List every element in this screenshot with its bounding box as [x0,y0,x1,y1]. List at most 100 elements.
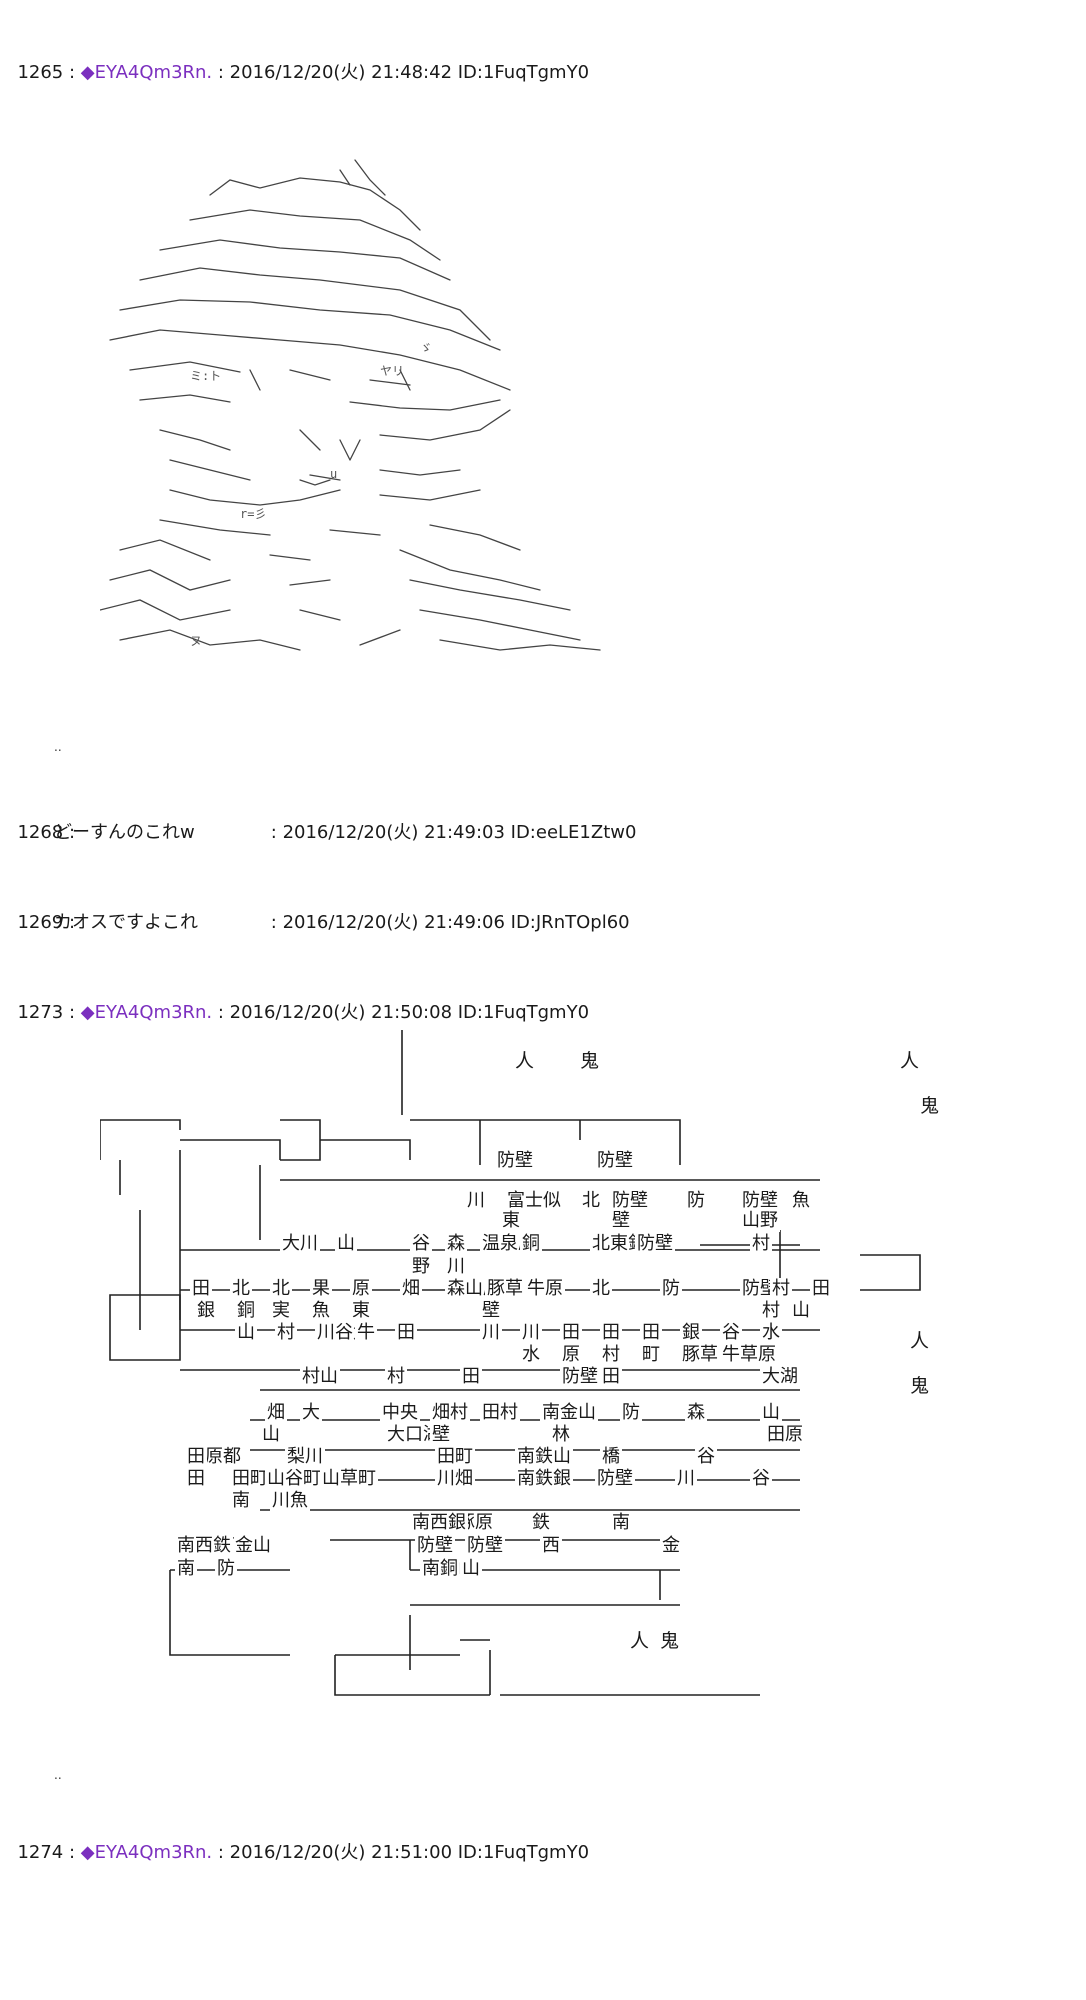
map-cell-label: 田 [600,1322,622,1344]
map-cell-label: 壁 [430,1424,452,1446]
map-cell-label: 南金山 [540,1402,598,1424]
map-cell-label: 東 [350,1300,372,1322]
map-cell-label: 富士似 [505,1190,563,1212]
post-header-1273: 1273 : ◆EYA4Qm3Rn. : 2016/12/20(火) 21:50… [6,980,589,1024]
map-label-oni: 鬼 [580,1050,600,1072]
post-meta: : 2016/12/20(火) 21:50:08 ID:1FuqTgmY0 [212,1002,590,1023]
svg-text:ミ:ト: ミ:ト [190,369,221,383]
map-cell-label: 山 [790,1300,812,1322]
map-cell-label: 原 [350,1278,372,1300]
map-cell-label: 谷 [410,1233,432,1255]
post-separator: : [63,1002,81,1023]
map-cell-label: 森 [445,1233,467,1255]
map-cell-label: 山草町 [320,1468,378,1490]
map-cell-label: 山 [260,1424,282,1446]
map-cell-label: 西 [540,1535,562,1557]
map-cell-label: 実 [270,1300,292,1322]
post-number: 1274 [17,1842,64,1863]
map-cell-label: 北 [590,1278,612,1300]
map-cell-label: 川魚 [270,1490,310,1512]
svg-text:ゞ: ゞ [420,341,432,355]
map-cell-label: 山 [335,1233,357,1255]
post-header-1269: 1269 : : 2016/12/20(火) 21:49:06 ID:JRnTO… [6,890,629,934]
map-cell-label: 防壁 [415,1535,455,1557]
map-cell-label: 田 [640,1322,662,1344]
post-separator: : [63,822,81,843]
map-cell-label: 村 [275,1322,297,1344]
map-cell-label: 町 [640,1344,662,1366]
map-cell-label: 野 [410,1256,432,1278]
svg-text:r=彡: r=彡 [240,507,266,521]
map-cell-label: 村 [385,1366,407,1388]
map-cell-label: 田 [190,1278,212,1300]
post-meta: : 2016/12/20(火) 21:48:42 ID:1FuqTgmY0 [212,62,590,83]
map-cell-label: 川畑 [435,1468,475,1490]
post-ellipsis: .. [54,1768,62,1782]
post-number: 1268 [17,822,64,843]
map-cell-label: 大湖 [760,1366,800,1388]
map-label-oni: 鬼 [920,1095,940,1117]
map-cell-label: 村 [760,1300,782,1322]
post-number: 1265 [17,62,64,83]
poster-trip[interactable]: ◆EYA4Qm3Rn. [80,1842,213,1863]
map-cell-label: 南鉄山 [515,1446,573,1468]
map-cell-label: 田町 [230,1468,270,1490]
post-separator: : [63,912,81,933]
map-cell-label: 銀 [195,1300,217,1322]
map-cell-label: 南鉄銀 [515,1468,573,1490]
map-cell-label: 南 [175,1558,197,1580]
map-cell-label: 防壁 [635,1233,675,1255]
map-cell-label: 防壁 [465,1535,505,1557]
map-cell-label: 防 [620,1402,642,1424]
map-cell-label: 防壁 [495,1150,535,1172]
map-cell-label: 畑 [400,1278,422,1300]
map-cell-label: 村 [770,1278,792,1300]
map-cell-label: 畑村 [430,1402,470,1424]
map-cell-label: 谷 [720,1322,742,1344]
poster-trip[interactable]: ◆EYA4Qm3Rn. [80,1002,213,1023]
map-cell-label: 原 [560,1344,582,1366]
map-cell-label: 田町 [435,1446,475,1468]
map-cell-label: 防壁 [740,1190,780,1212]
map-cell-label: 防壁 [610,1190,650,1212]
map-cell-label: 田 [810,1278,832,1300]
map-label-oni: 鬼 [660,1630,680,1652]
map-cell-label: 川 [480,1322,502,1344]
post-separator: : [63,1842,81,1863]
ascii-map: 人 鬼 人 鬼 人 鬼 人 鬼 防壁防壁川富士似北防壁防防壁魚東壁山野大川山谷森… [100,1030,970,1730]
map-cell-label: 村 [600,1344,622,1366]
map-cell-label: 田 [395,1322,417,1344]
map-cell-label: 北東鉄 [590,1233,648,1255]
map-lines [100,1030,921,1696]
map-cell-label: 銅 [235,1300,257,1322]
map-cell-label: 北 [230,1278,252,1300]
map-cell-label: 銅 [520,1233,542,1255]
post-body-1269: カオスですよこれ [54,912,198,933]
map-cell-label: 防 [685,1190,707,1212]
map-cell-label: 田 [560,1322,582,1344]
map-cell-label: 南西銀 [410,1512,468,1534]
map-cell-label: 牛原 [525,1278,565,1300]
map-cell-label: 防壁 [595,1150,635,1172]
map-cell-label: 田原 [765,1424,805,1446]
post-ellipsis: .. [54,740,62,754]
post-number: 1269 [17,912,64,933]
map-cell-label: 牛 [355,1322,377,1344]
map-cell-label: 川 [520,1322,542,1344]
map-cell-label: 水 [520,1344,542,1366]
map-label-oni: 鬼 [910,1375,930,1397]
ascii-art-illustration: ヤリ ミ:ト ゞ u r=彡 ヌ [100,159,601,651]
map-cell-label: 壁 [480,1300,502,1322]
map-cell-label: 森 [685,1402,707,1424]
poster-trip[interactable]: ◆EYA4Qm3Rn. [80,62,213,83]
map-cell-label: 防 [660,1278,682,1300]
map-cell-label: 山谷町 [265,1468,323,1490]
map-cell-label: 防 [215,1558,237,1580]
map-label-person: 人 [515,1050,535,1072]
svg-text:u: u [330,467,337,481]
map-cell-label: 橋 [600,1446,622,1468]
map-cell-label: 果 [310,1278,332,1300]
map-cell-label: 南西鉄 [175,1535,233,1557]
map-cell-label: 牛草原 [720,1344,778,1366]
svg-text:ヤリ: ヤリ [380,364,404,378]
